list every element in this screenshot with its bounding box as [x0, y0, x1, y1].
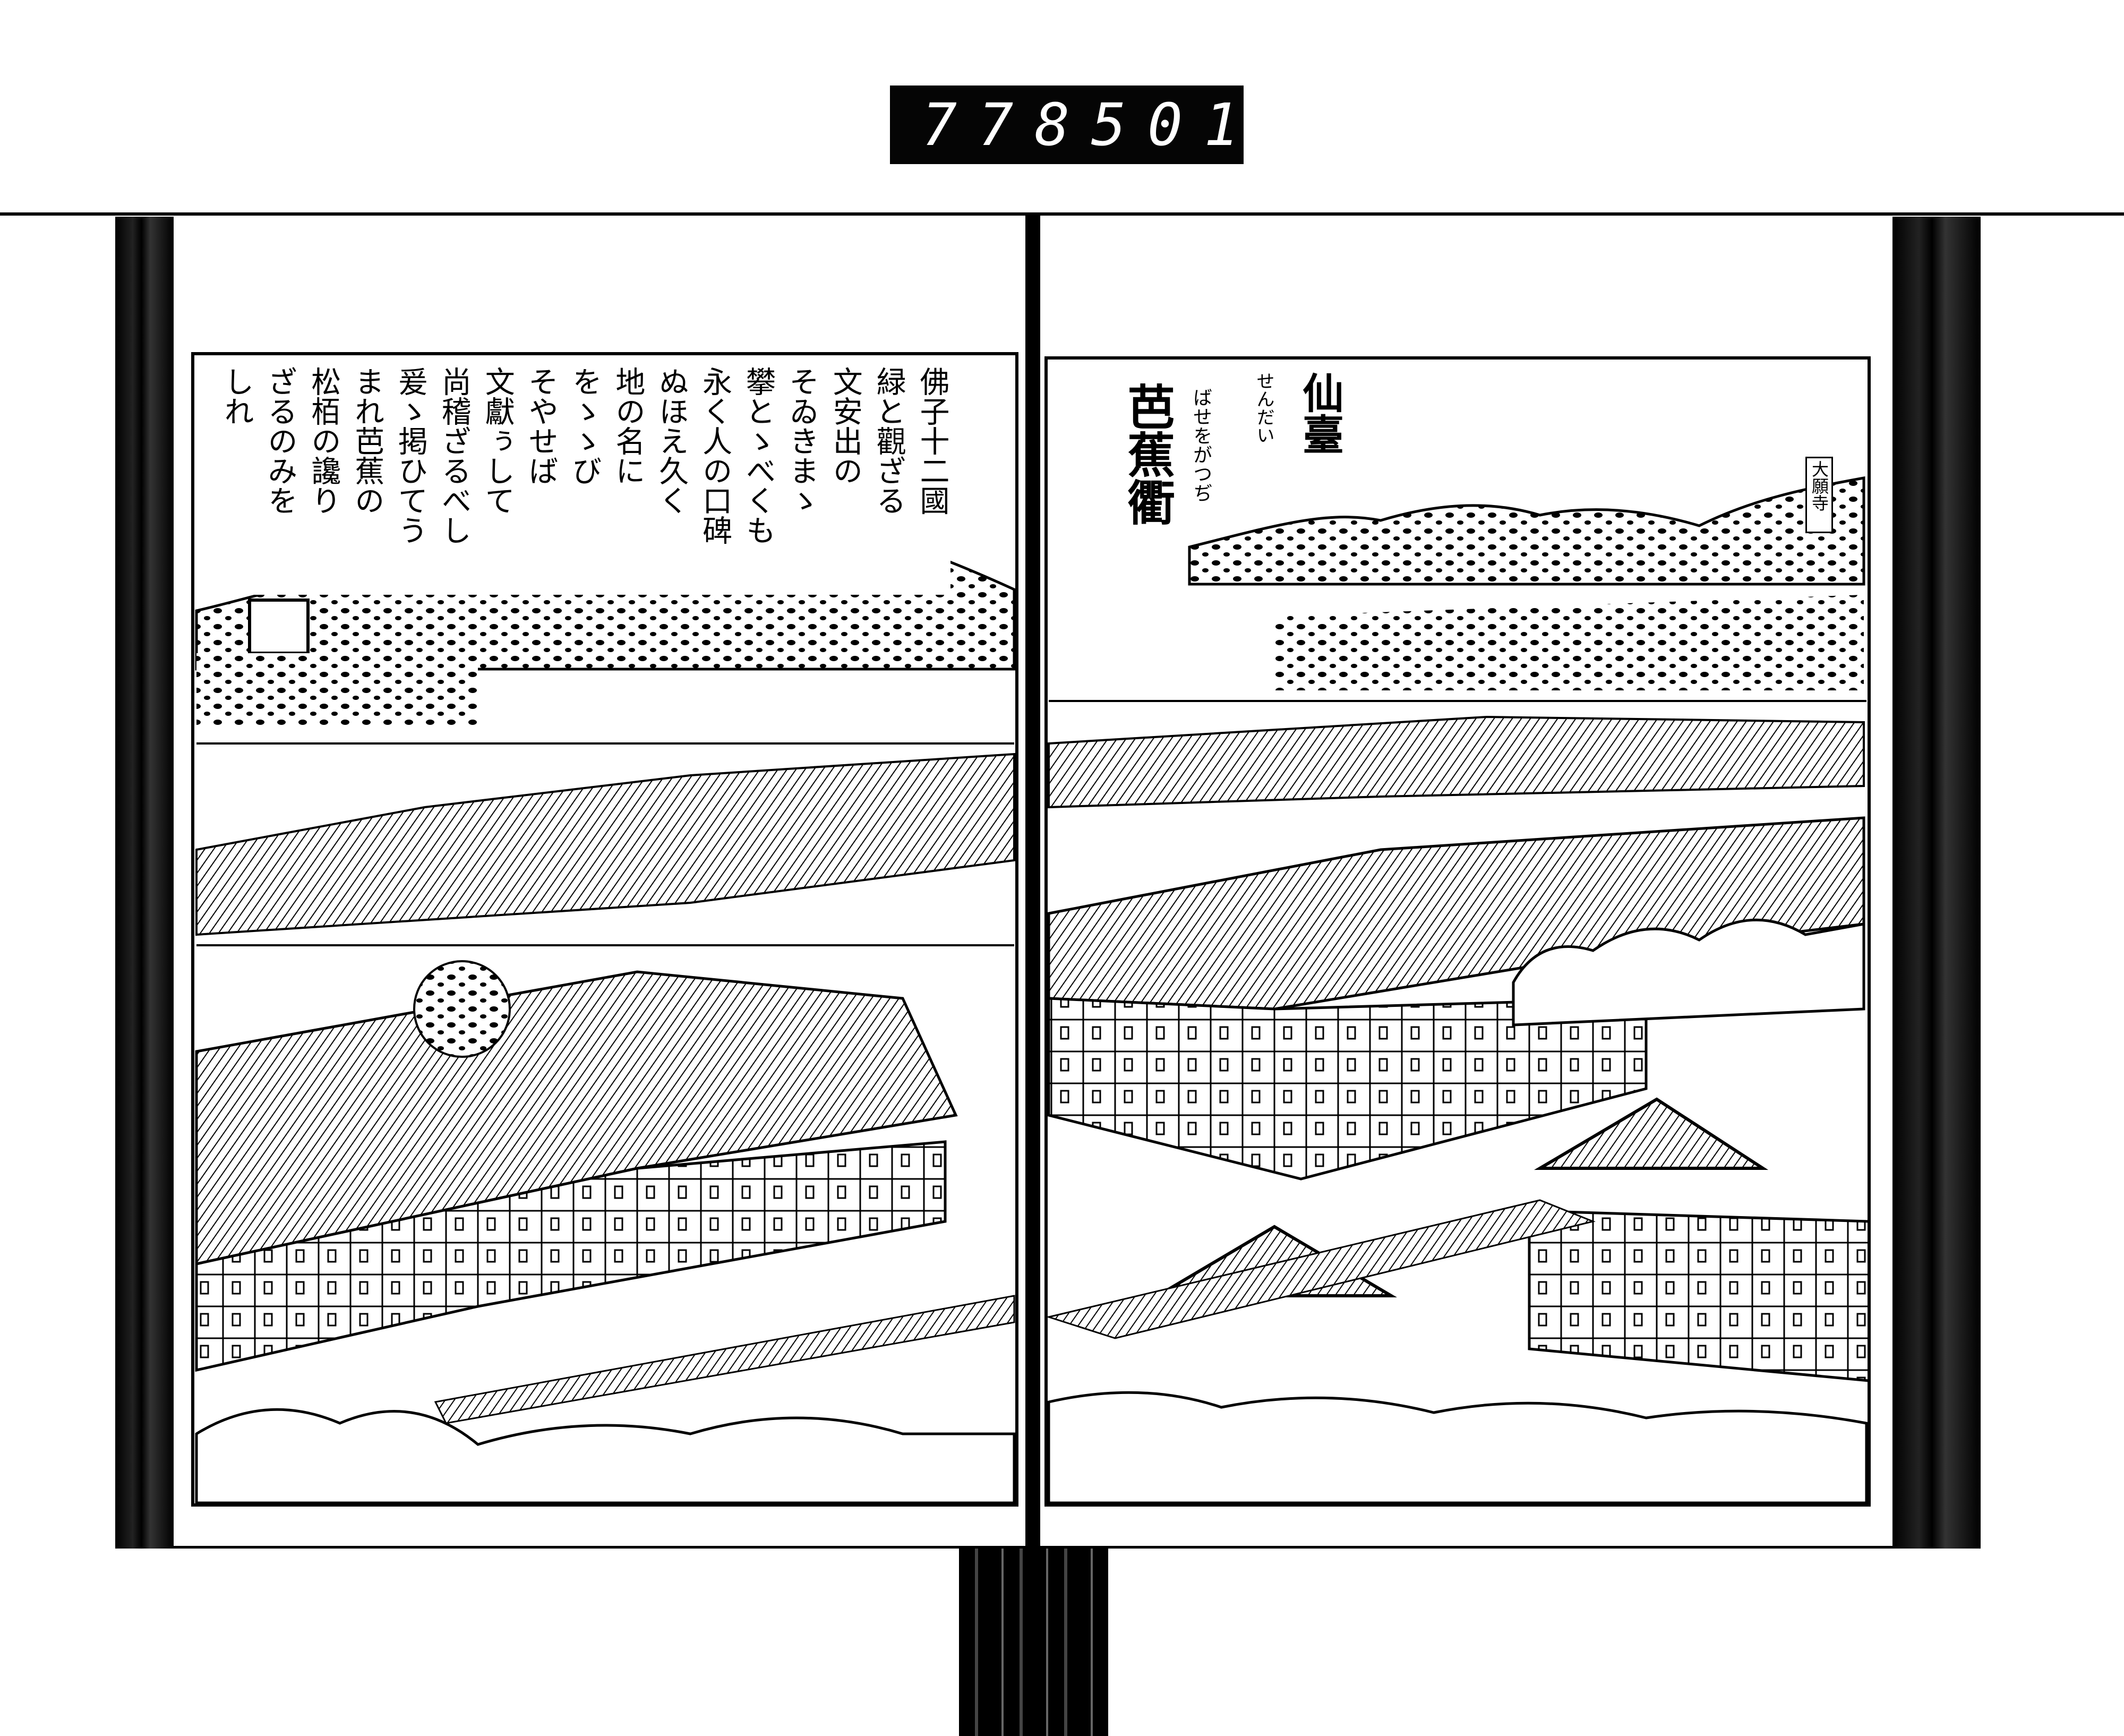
binding-clip — [959, 1549, 1108, 1736]
accession-number-label: 778 501. — [890, 85, 1296, 164]
right-book-edge — [1892, 217, 1981, 1549]
poem-column: そやせば — [524, 366, 559, 485]
temple-label: 大願寺 — [1805, 457, 1833, 533]
left-page-poem: 佛子十二國 緑と觀ざる 文安出の そゐきまゝ 攀とゝべくも 永く人の口碑 ぬほえ… — [218, 366, 950, 595]
poem-column: 爰ゝ掲ひてう — [393, 366, 428, 545]
title-sendai-reading: せんだい — [1253, 372, 1274, 444]
distant-mountains — [1188, 476, 1865, 586]
middle-rooftops — [1048, 715, 1865, 809]
distant-rooftops — [195, 752, 1015, 936]
accession-number-right: 501. — [1091, 91, 1317, 159]
scan-divider-line — [0, 212, 2124, 216]
book-spine — [1025, 212, 1040, 1736]
clouds — [195, 1408, 1016, 1504]
poem-column: をゝゝび — [567, 366, 602, 485]
left-book-edge — [115, 217, 174, 1549]
title-basho-no-tsuji: 芭蕉衢 — [1119, 382, 1175, 526]
poem-column: 永く人の口碑 — [697, 366, 732, 545]
tower-roof — [1534, 1097, 1769, 1170]
title-basho-no-tsuji-reading: ばせをがつぢ — [1190, 388, 1212, 502]
poem-column: 佛子十二國 — [915, 366, 949, 515]
right-page-frame — [1044, 356, 1871, 1507]
large-storehouse — [1047, 997, 1648, 1181]
tree — [413, 960, 511, 1058]
left-page-frame — [191, 352, 1018, 1507]
poem-column: 松栢の讒り — [306, 366, 341, 515]
clouds-bottom-right — [1047, 1391, 1868, 1504]
poem-column: 地の名に — [610, 366, 645, 485]
title-sendai: 仙臺 — [1296, 372, 1344, 455]
castle-grove — [196, 653, 478, 728]
shopfronts — [195, 1140, 947, 1372]
poem-column: 緑と觀ざる — [871, 366, 906, 515]
right-page-illustration — [1046, 476, 1871, 1504]
castle-tower — [248, 598, 310, 655]
poem-column: 文獻ぅして — [480, 366, 515, 515]
accession-number-left: 778 — [922, 91, 1091, 159]
street-paving-right — [1046, 1199, 1596, 1339]
left-page-illustration — [195, 524, 1016, 1504]
cloud-right — [1512, 918, 1865, 1027]
village-trees — [1274, 595, 1864, 690]
poem-column: そゐきまゝ — [784, 366, 819, 515]
poem-column: 文安出の — [828, 366, 863, 485]
poem-column: ざるのみを — [262, 366, 297, 515]
street-paving — [434, 1295, 1015, 1424]
poem-column: まれ芭蕉の — [349, 366, 384, 515]
poem-column: 尚稽ざるべし — [436, 366, 472, 545]
poem-column: ぬほえ久く — [654, 366, 689, 515]
poem-column: 攀とゝべくも — [741, 366, 776, 545]
poem-column: しれ — [219, 366, 254, 426]
